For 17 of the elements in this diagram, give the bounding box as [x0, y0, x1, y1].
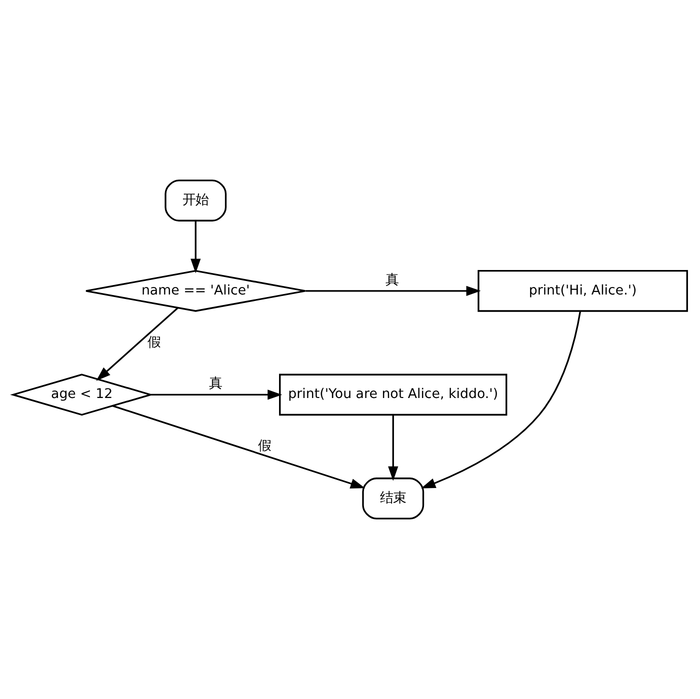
node-box: print('You are not Alice, kiddo.') — [279, 374, 508, 416]
edge-label: 假 — [258, 439, 271, 454]
edge-label: 真 — [385, 272, 398, 288]
edge-label: 假 — [147, 335, 160, 350]
arrow — [112, 405, 366, 489]
arrow — [150, 390, 282, 400]
node-box: print('Hi, Alice.') — [478, 270, 688, 312]
arrow — [96, 307, 178, 381]
arrow — [388, 414, 398, 481]
arrow — [306, 286, 481, 296]
node-diamond: name == 'Alice' — [85, 270, 306, 312]
arrow — [421, 311, 582, 488]
node-box: 结束 — [362, 478, 424, 520]
edge-label: 真 — [208, 376, 222, 392]
arrow — [190, 220, 201, 274]
node-diamond: age < 12 — [10, 374, 154, 416]
node-box: 开始 — [164, 180, 227, 222]
